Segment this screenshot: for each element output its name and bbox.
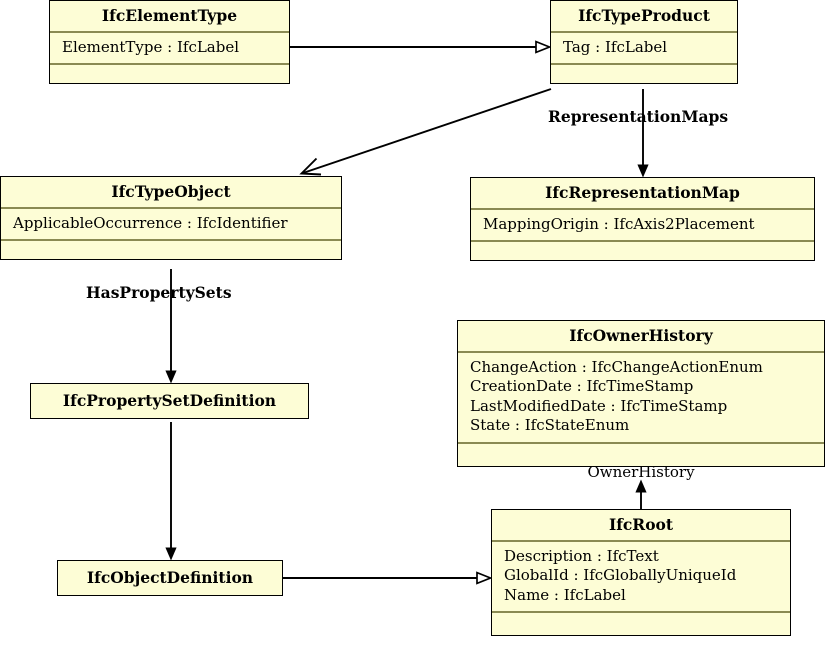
empty-compartment xyxy=(551,65,737,83)
edge-label-owner-history: OwnerHistory xyxy=(587,463,695,481)
attribute-row: ChangeAction : IfcChangeActionEnum xyxy=(470,357,763,376)
attribute-row: GlobalId : IfcGloballyUniqueId xyxy=(504,566,737,584)
class-attributes: ElementType : IfcLabel xyxy=(50,33,289,64)
empty-compartment xyxy=(50,65,289,83)
class-title: IfcObjectDefinition xyxy=(86,568,254,587)
class-box-ifcelementtype[interactable]: IfcElementType ElementType : IfcLabel xyxy=(49,0,290,84)
compartment-separator xyxy=(50,63,289,65)
edge-label-has-property-sets: HasPropertySets xyxy=(86,283,232,302)
empty-compartment xyxy=(471,242,814,260)
class-title: IfcElementType xyxy=(101,6,238,25)
attribute-row: Tag : IfcLabel xyxy=(563,37,668,56)
class-box-ifctypeproduct[interactable]: IfcTypeProduct Tag : IfcLabel xyxy=(550,0,738,84)
class-box-ifcrepresentationmap[interactable]: IfcRepresentationMap MappingOrigin : Ifc… xyxy=(470,177,815,261)
attribute-row: ElementType : IfcLabel xyxy=(62,37,240,56)
attribute-row: CreationDate : IfcTimeStamp xyxy=(470,377,694,395)
compartment-separator xyxy=(458,350,824,353)
compartment-separator xyxy=(50,30,289,33)
compartment-separator xyxy=(551,30,737,33)
compartment-separator xyxy=(1,239,341,241)
attribute-row: ApplicableOccurrence : IfcIdentifier xyxy=(13,213,288,232)
compartment-separator xyxy=(1,206,341,209)
class-title: IfcOwnerHistory xyxy=(569,326,713,345)
class-title: IfcTypeObject xyxy=(111,182,231,201)
class-attributes: ApplicableOccurrence : IfcIdentifier xyxy=(1,209,341,240)
compartment-separator xyxy=(492,539,790,542)
attribute-row: Description : IfcText xyxy=(504,546,659,565)
class-attributes: ChangeAction : IfcChangeActionEnum Creat… xyxy=(458,353,824,442)
class-title: IfcRepresentationMap xyxy=(545,183,740,202)
empty-compartment xyxy=(1,241,341,259)
class-box-ifcroot[interactable]: IfcRoot Description : IfcText GlobalId :… xyxy=(491,509,791,636)
attribute-row: LastModifiedDate : IfcTimeStamp xyxy=(470,396,728,415)
class-box-ifcownerhistory[interactable]: IfcOwnerHistory ChangeAction : IfcChange… xyxy=(457,320,825,467)
class-attributes: Description : IfcText GlobalId : IfcGlob… xyxy=(492,542,790,612)
edge-label-representation-maps: RepresentationMaps xyxy=(548,107,729,126)
class-title: IfcTypeProduct xyxy=(578,6,710,25)
edge-objectdefinition-to-root xyxy=(283,571,493,585)
class-attributes: MappingOrigin : IfcAxis2Placement xyxy=(471,210,814,241)
edge-elementtype-to-typeproduct xyxy=(290,40,552,54)
class-attributes: Tag : IfcLabel xyxy=(551,33,737,64)
compartment-separator xyxy=(492,611,790,613)
attribute-row: MappingOrigin : IfcAxis2Placement xyxy=(483,214,755,233)
edge-root-to-ownerhistory xyxy=(635,479,647,509)
compartment-separator xyxy=(458,441,824,444)
compartment-separator xyxy=(471,240,814,242)
compartment-separator xyxy=(471,207,814,210)
attribute-row: State : IfcStateEnum xyxy=(470,416,630,434)
class-title: IfcRoot xyxy=(608,515,674,534)
class-box-ifcobjectdefinition[interactable]: IfcObjectDefinition xyxy=(57,560,283,596)
edge-typeproduct-to-representationmap xyxy=(637,89,649,178)
empty-compartment xyxy=(492,613,790,635)
class-box-ifcpropertysetdefinition[interactable]: IfcPropertySetDefinition xyxy=(30,383,309,419)
compartment-separator xyxy=(551,63,737,65)
edge-typeproduct-to-typeobject xyxy=(299,88,552,176)
class-title: IfcPropertySetDefinition xyxy=(62,391,277,410)
class-box-ifctypeobject[interactable]: IfcTypeObject ApplicableOccurrence : Ifc… xyxy=(0,176,342,260)
edge-propertysetdefinition-to-objectdefinition xyxy=(165,422,177,561)
attribute-row: Name : IfcLabel xyxy=(504,585,626,604)
